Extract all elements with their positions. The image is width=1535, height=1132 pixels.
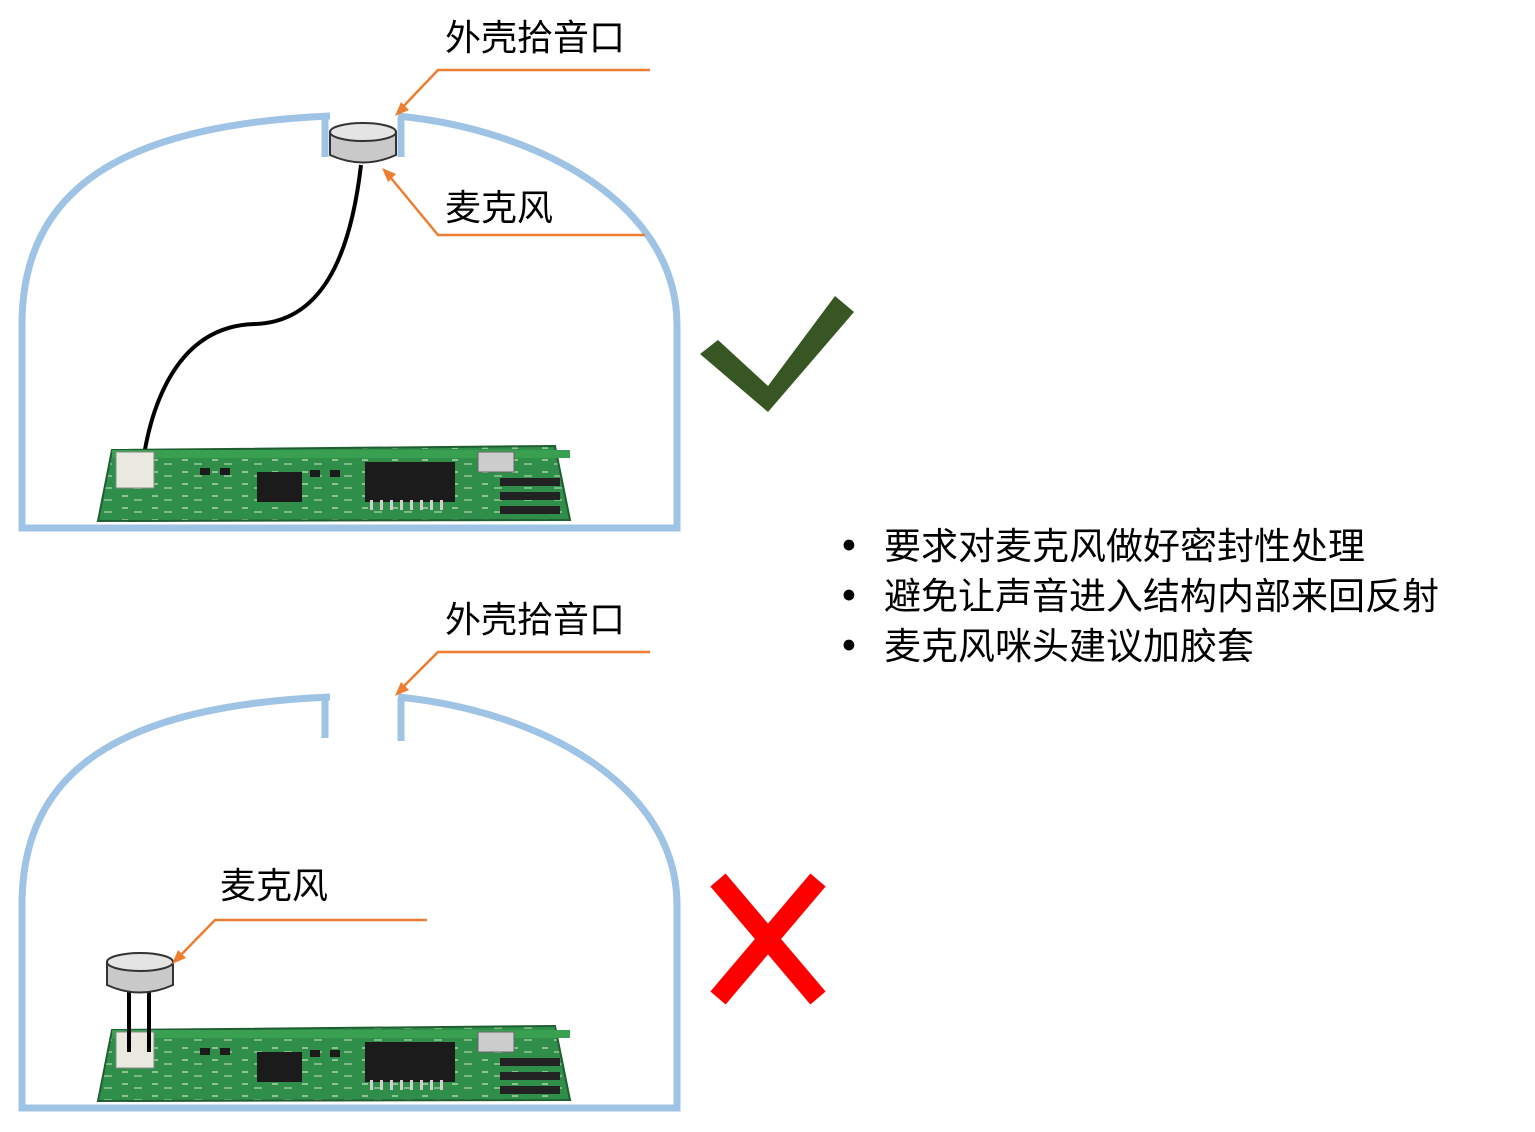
note-item: 麦克风咪头建议加胶套 <box>838 622 1439 672</box>
microphone-capsule <box>329 122 397 164</box>
good-example: 外壳拾音口 麦克风 <box>18 18 854 532</box>
pcb-board <box>96 1024 572 1103</box>
port-leader-line <box>397 68 650 113</box>
mic-leader-arrowhead <box>172 950 186 964</box>
port-label: 外壳拾音口 <box>445 600 625 641</box>
microphone-capsule <box>106 952 174 994</box>
port-leader-arrowhead <box>395 682 409 696</box>
mic-label: 麦克风 <box>445 188 553 229</box>
note-item: 避免让声音进入结构内部来回反射 <box>838 572 1439 622</box>
pcb-board <box>96 444 572 523</box>
port-leader-line <box>397 650 650 693</box>
bad-example: 外壳拾音口 麦克风 <box>18 600 826 1112</box>
mic-label: 麦克风 <box>220 866 328 907</box>
notes-list: 要求对麦克风做好密封性处理 避免让声音进入结构内部来回反射 麦克风咪头建议加胶套 <box>838 522 1439 672</box>
enclosure-shell-left <box>18 112 681 532</box>
mic-leader-line <box>385 171 645 237</box>
check-icon <box>700 296 854 412</box>
enclosure-shell <box>18 693 681 1112</box>
port-label: 外壳拾音口 <box>445 18 625 59</box>
mic-leader-line <box>175 918 427 961</box>
port-leader-arrowhead <box>395 102 409 116</box>
note-item: 要求对麦克风做好密封性处理 <box>838 522 1439 572</box>
cross-icon <box>710 873 826 1005</box>
mic-leader-arrowhead <box>382 168 396 182</box>
mic-cable <box>138 164 363 491</box>
